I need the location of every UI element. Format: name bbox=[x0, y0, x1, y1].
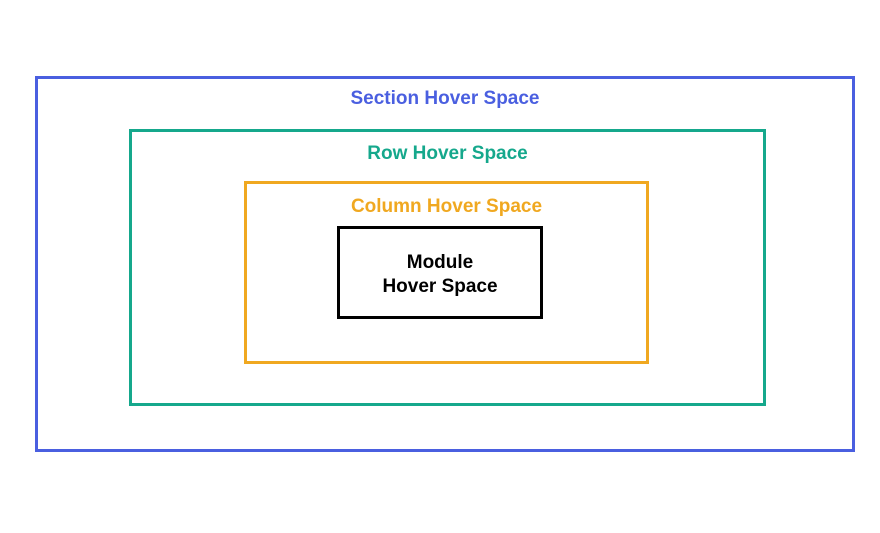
row-hover-space-label: Row Hover Space bbox=[367, 143, 528, 164]
module-hover-space-box[interactable]: Module Hover Space bbox=[337, 226, 543, 319]
section-hover-space-label: Section Hover Space bbox=[350, 88, 540, 109]
column-hover-space-label: Column Hover Space bbox=[350, 196, 543, 217]
module-label-line-1: Module bbox=[406, 252, 474, 273]
column-hover-space-box[interactable]: Column Hover Space bbox=[244, 181, 649, 364]
section-hover-space-box[interactable]: Section Hover Space bbox=[35, 76, 855, 452]
module-hover-space-label: Module Hover Space bbox=[340, 251, 540, 299]
row-hover-space-box[interactable]: Row Hover Space bbox=[129, 129, 766, 406]
module-label-line-2: Hover Space bbox=[382, 276, 498, 297]
